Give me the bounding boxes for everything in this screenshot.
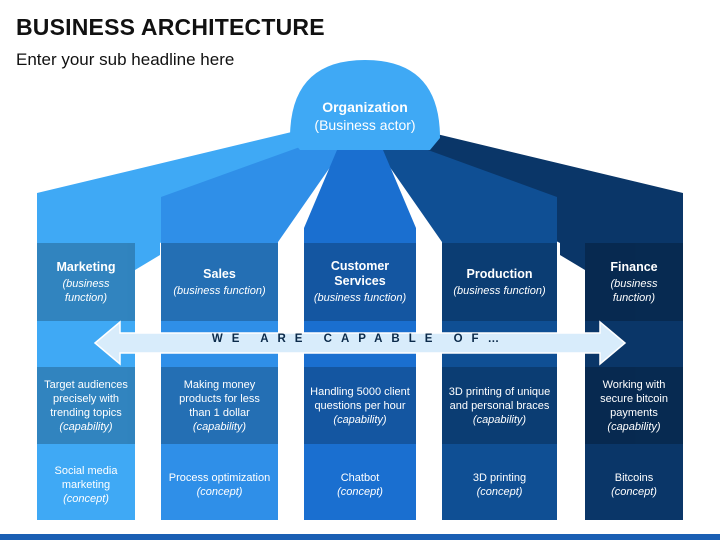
- concept-text: 3D printing: [472, 472, 527, 484]
- function-type: (business function): [173, 284, 266, 297]
- capability-text: Making money products for less than 1 do…: [179, 378, 260, 419]
- function-type: (business function): [610, 277, 658, 304]
- capability-tag: (capability): [607, 420, 661, 433]
- concept-text: Chatbot: [340, 472, 380, 484]
- function-name: Marketing: [56, 259, 116, 274]
- concept-text: Social media marketing: [54, 465, 118, 491]
- capability-cell-sales: Making money products for less than 1 do…: [161, 367, 278, 444]
- concept-cell-customer-services: Chatbot (concept): [304, 455, 416, 515]
- function-name: Finance: [610, 259, 658, 274]
- capability-cell-finance: Working with secure bitcoin payments (ca…: [585, 367, 683, 444]
- organization-name: Organization: [322, 99, 408, 115]
- function-name: Sales: [203, 266, 236, 281]
- organization-role: (Business actor): [314, 117, 416, 133]
- organization-shape: [290, 60, 440, 138]
- column-sales-shape: [161, 138, 356, 520]
- capability-tag: (capability): [192, 420, 247, 433]
- page-title: BUSINESS ARCHITECTURE: [16, 14, 325, 40]
- function-name: Customer Services: [330, 259, 390, 288]
- concept-cell-sales: Process optimization (concept): [161, 455, 278, 515]
- column-marketing-shape: [37, 130, 352, 520]
- function-name: Production: [466, 266, 533, 281]
- function-cell-marketing: Marketing (business function): [37, 243, 135, 321]
- concept-tag: (concept): [476, 486, 523, 498]
- capability-cell-production: 3D printing of unique and personal brace…: [442, 367, 557, 444]
- capability-tag: (capability): [59, 420, 113, 433]
- band-row-1: [37, 243, 683, 321]
- concept-cell-marketing: Social media marketing (concept): [37, 455, 135, 515]
- concept-tag: (concept): [196, 486, 243, 498]
- column-production-shape: [364, 138, 557, 520]
- capability-arrow: [93, 320, 627, 366]
- function-cell-customer-services: Customer Services (business function): [304, 243, 416, 321]
- function-cell-sales: Sales (business function): [161, 243, 278, 321]
- concept-tag: (concept): [611, 486, 657, 498]
- capability-cell-marketing: Target audiences precisely with trending…: [37, 367, 135, 444]
- column-finance-shape: [368, 130, 683, 520]
- concept-text: Process optimization: [168, 472, 271, 484]
- page-subtitle: Enter your sub headline here: [16, 50, 235, 69]
- concept-tag: (concept): [337, 486, 383, 498]
- capability-text: 3D printing of unique and personal brace…: [448, 385, 551, 412]
- concept-text: Bitcoins: [614, 472, 654, 484]
- capability-banner: WE ARE CAPABLE OF…: [211, 333, 509, 345]
- concept-tag: (concept): [63, 493, 109, 505]
- band-row-3: [37, 367, 683, 444]
- concept-cell-finance: Bitcoins (concept): [585, 455, 683, 515]
- capability-text: Target audiences precisely with trending…: [44, 378, 128, 419]
- capability-tag: (capability): [472, 413, 527, 426]
- footer-bar: [0, 534, 720, 540]
- concept-cell-production: 3D printing (concept): [442, 455, 557, 515]
- function-type: (business function): [62, 277, 110, 304]
- function-cell-finance: Finance (business function): [585, 243, 683, 321]
- function-cell-production: Production (business function): [442, 243, 557, 321]
- organization-node: Organization (Business actor): [290, 60, 440, 160]
- function-type: (business function): [453, 284, 546, 297]
- capability-text: Handling 5000 client questions per hour: [310, 385, 410, 412]
- capability-tag: (capability): [333, 413, 387, 426]
- capability-text: Working with secure bitcoin payments: [600, 378, 668, 419]
- capability-cell-customer-services: Handling 5000 client questions per hour …: [304, 367, 416, 444]
- function-type: (business function): [313, 292, 407, 304]
